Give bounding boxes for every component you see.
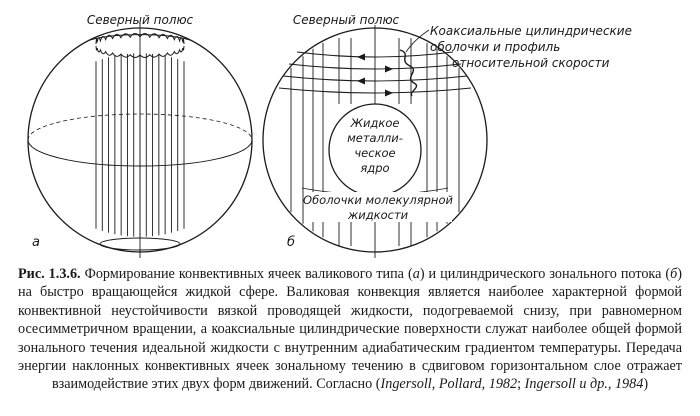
caption-lead: Рис. 1.3.6. — [18, 266, 81, 282]
panel-b-north-pole-label: Северный полюс — [293, 13, 400, 27]
core-label-line-4: ядро — [360, 161, 389, 175]
flow-arrow-icon — [385, 89, 393, 97]
figure-caption: Рис. 1.3.6. Формирование конвективных яч… — [18, 265, 682, 394]
velocity-profile — [399, 49, 418, 97]
caption-panel-b-ref: б — [670, 266, 678, 282]
zonal-flow-line — [282, 75, 468, 82]
panel-a-north-pole-label: Северный полюс — [87, 13, 194, 27]
core-label-line-2: металли- — [347, 131, 403, 145]
zonal-flow-line — [296, 51, 454, 58]
column-caps-back — [95, 33, 185, 45]
core-label-line-3: ческое — [354, 146, 395, 160]
molecular-label-line-2: жидкости — [347, 208, 409, 222]
flow-arrow-icon — [385, 65, 393, 73]
column-caps-front — [95, 45, 185, 58]
caption-text-3: ) на быстро вращающейся жидкой сфере. Ва… — [18, 266, 682, 393]
panel-b: Северный полюс Коаксиальные цилиндрическ… — [262, 13, 632, 258]
flow-arrow-icon — [357, 53, 365, 61]
convection-columns — [95, 33, 185, 251]
caption-reference-2: Ingersoll и др., 1984 — [524, 376, 644, 393]
panel-a-label: а — [32, 235, 40, 250]
caption-panel-a-ref: а — [412, 266, 420, 282]
caption-reference-1: Ingersoll, Pollard, 1982 — [380, 376, 518, 393]
molecular-label-line-1: Оболочки молекулярной — [303, 193, 453, 207]
zonal-flow-line — [288, 63, 462, 70]
core-label-line-1: Жидкое — [350, 116, 400, 130]
flow-arrow-icon — [357, 77, 365, 85]
annotation-leader — [405, 29, 430, 53]
zonal-flow-lines — [278, 51, 472, 97]
panel-b-label: б — [287, 235, 295, 250]
caption-text-4: ; — [517, 376, 525, 393]
zonal-flow-line — [278, 87, 472, 94]
shells-annotation-line-3: относительной скорости — [452, 56, 610, 70]
figure: Северный полюс а Северный полюс Коаксиал… — [27, 13, 632, 258]
panel-a: Северный полюс а — [27, 13, 253, 258]
caption-text-1: Формирование конвективных ячеек валиково… — [80, 266, 413, 282]
molecular-label-backdrop — [306, 192, 452, 222]
caption-text-2: ) и цилиндрического зонально­го потока ( — [419, 266, 671, 282]
shells-annotation-line-1: Коаксиальные цилиндрические — [430, 24, 632, 38]
shells-annotation-line-2: оболочки и профиль — [430, 40, 560, 54]
column-base-ring — [99, 237, 181, 251]
caption-text-5: ) — [643, 376, 649, 393]
